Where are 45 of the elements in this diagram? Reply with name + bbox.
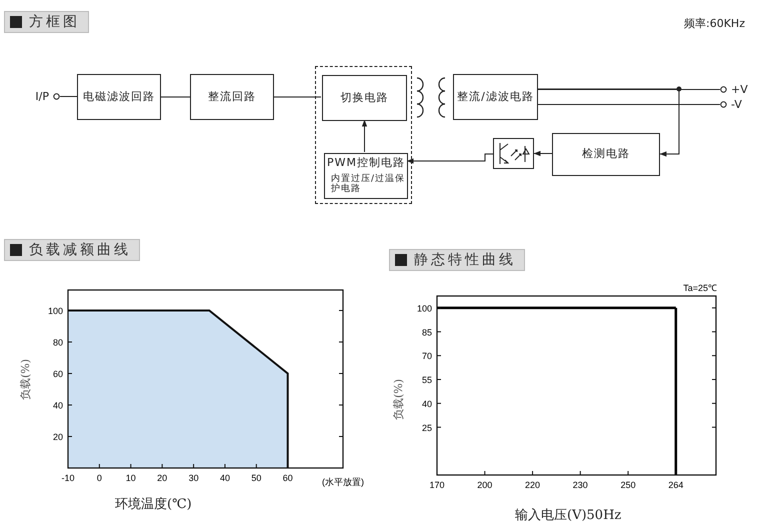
tick-label: 50: [251, 473, 262, 483]
box-label: 切换电路: [340, 92, 388, 104]
tick-label: 264: [668, 480, 684, 490]
axis-title: 环境温度(℃): [115, 496, 192, 513]
chart-annotation: (水平放置): [322, 477, 364, 487]
tick-label: 20: [52, 432, 63, 442]
tick-label: 20: [157, 473, 168, 483]
box-label: 整流回路: [208, 90, 256, 104]
tick-label: 60: [282, 473, 293, 483]
tick-label: 30: [188, 473, 199, 483]
axis-title: 负载(%): [391, 378, 406, 420]
tick-label: 85: [422, 327, 432, 338]
axis-title: 输入电压(V)50Hz: [515, 507, 622, 524]
tick-label: 40: [422, 398, 432, 409]
box-label: 电磁滤波回路: [83, 90, 155, 104]
tick-label: 40: [52, 400, 63, 410]
box-label: PWM控制电路: [326, 157, 405, 170]
tick-label: 0: [96, 473, 102, 483]
tick-label: 100: [416, 303, 432, 314]
box-label: 检测电路: [582, 148, 630, 161]
box-label: 整流/滤波电路: [457, 90, 534, 104]
section-heading: 静态特性曲线: [389, 249, 525, 271]
tick-label: 25: [422, 422, 432, 433]
tick-label: 40: [220, 473, 230, 483]
tick-label: 70: [422, 351, 432, 362]
tick-label: 80: [52, 337, 63, 348]
tick-label: 55: [422, 375, 432, 386]
tick-label: 200: [477, 480, 492, 490]
tick-label: 170: [429, 480, 445, 490]
tick-label: 250: [620, 480, 636, 490]
tick-label: 230: [572, 480, 588, 490]
tick-label: 100: [48, 306, 63, 316]
tick-label: 60: [52, 368, 63, 379]
frequency-note: 频率:60KHz: [684, 16, 745, 31]
terminal-label: -V: [731, 98, 742, 111]
chart-annotation: Ta=25℃: [683, 283, 717, 293]
tick-label: 10: [126, 473, 136, 483]
tick-label: -10: [62, 473, 74, 483]
terminal-label: +V: [731, 83, 748, 96]
section-heading: 负载减额曲线: [4, 239, 140, 261]
note-text: 内置过压/过温保护电路: [330, 174, 406, 195]
axis-title: 负载(%): [18, 358, 33, 400]
section-heading: 方框图: [4, 11, 89, 33]
terminal-label: I/P: [35, 90, 49, 103]
tick-label: 220: [525, 480, 540, 490]
